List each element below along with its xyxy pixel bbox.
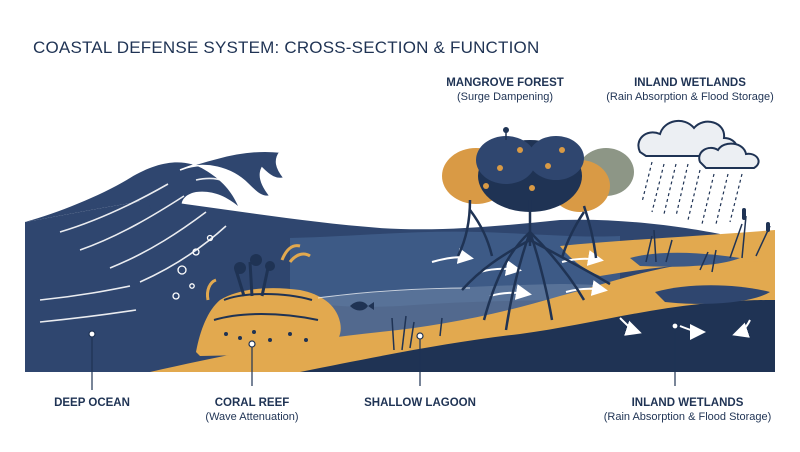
- label-deep-ocean-name: DEEP OCEAN: [54, 397, 130, 409]
- label-inland-wetlands-bottom-sub: (Rain Absorption & Flood Storage): [603, 411, 772, 423]
- page-title: COASTAL DEFENSE SYSTEM: CROSS-SECTION & …: [33, 38, 540, 57]
- label-shallow-lagoon-name: SHALLOW LAGOON: [364, 397, 476, 409]
- rain-icon: [641, 161, 743, 225]
- current-line: [317, 287, 471, 299]
- label-inland-wetlands-top-sub: (Rain Absorption & Flood Storage): [606, 91, 774, 103]
- wave-crest: [179, 150, 286, 198]
- wave-icon: [25, 162, 238, 222]
- leader-lines: [91, 328, 676, 390]
- bubbles: [172, 181, 293, 300]
- label-shallow-lagoon: SHALLOW LAGOON: [360, 396, 480, 410]
- wave-foam-lines: [39, 177, 239, 323]
- reed-icon: [391, 215, 771, 351]
- wetland-pond-lower: [655, 285, 770, 304]
- label-mangrove-forest-sub: (Surge Dampening): [457, 91, 553, 103]
- flow-arrow-icon: [431, 248, 751, 340]
- fish-icon: [350, 301, 374, 311]
- label-coral-reef-sub: (Wave Attenuation): [205, 411, 299, 423]
- label-coral-reef-name: CORAL REEF: [214, 397, 290, 409]
- deep-ocean-water: [25, 200, 150, 372]
- wetland-pond-upper: [630, 252, 740, 267]
- dark-subsoil: [300, 300, 775, 372]
- coral-icon: [196, 244, 341, 356]
- cattail-heads: [742, 208, 770, 232]
- label-mangrove-forest: MANGROVE FOREST (Surge Dampening): [430, 76, 580, 104]
- label-deep-ocean: DEEP OCEAN: [32, 396, 152, 410]
- label-inland-wetlands-bottom: INLAND WETLANDS (Rain Absorption & Flood…: [585, 396, 790, 424]
- label-inland-wetlands-top: INLAND WETLANDS (Rain Absorption & Flood…: [590, 76, 790, 104]
- label-coral-reef: CORAL REEF (Wave Attenuation): [192, 396, 312, 424]
- leader-dots: [88, 322, 679, 348]
- label-inland-wetlands-top-name: INLAND WETLANDS: [634, 77, 746, 89]
- label-mangrove-forest-name: MANGROVE FOREST: [446, 77, 564, 89]
- mangrove-tree-icon: [442, 127, 634, 331]
- cloud-icon: [637, 119, 760, 169]
- label-inland-wetlands-bottom-name: INLAND WETLANDS: [631, 397, 744, 409]
